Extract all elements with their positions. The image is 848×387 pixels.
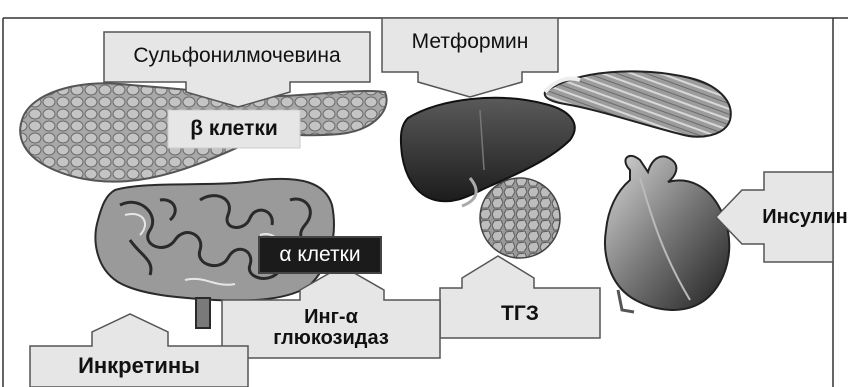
sulfonylurea-label: Сульфонилмочевина	[104, 38, 370, 74]
metformin-label: Метформин	[382, 24, 558, 60]
beta-cells-label: β клетки	[168, 110, 300, 148]
heart-illustration	[605, 156, 729, 312]
alpha-glucosidase-line2: глюкозидаз	[273, 328, 389, 349]
alpha-glucosidase-line1: Инг-α	[304, 307, 358, 328]
fat-tissue-illustration	[480, 178, 560, 258]
tgz-label: ТГЗ	[440, 292, 600, 336]
insulin-label: Инсулин	[762, 196, 848, 238]
alpha-cells-label: α клетки	[258, 236, 382, 274]
alpha-glucosidase-label: Инг-α глюкозидаз	[222, 302, 440, 354]
incretins-label: Инкретины	[30, 348, 248, 384]
